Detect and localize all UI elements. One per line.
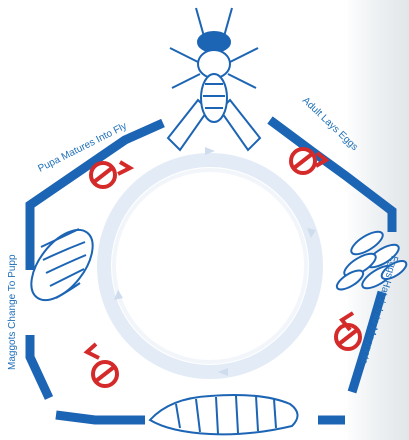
chevron-arrow-icon	[87, 344, 99, 358]
label-maggots-change: Maggots Change To Puppa	[0, 0, 18, 370]
stop-marker-pupa	[91, 162, 130, 187]
stop-marker-maggots	[87, 344, 117, 386]
adult-fly-illustration	[168, 8, 260, 150]
chevron-arrow-icon	[118, 162, 130, 174]
stop-marker-eggs	[336, 313, 360, 349]
inner-cycle-ring	[104, 147, 316, 376]
maggot-illustration	[150, 395, 298, 434]
